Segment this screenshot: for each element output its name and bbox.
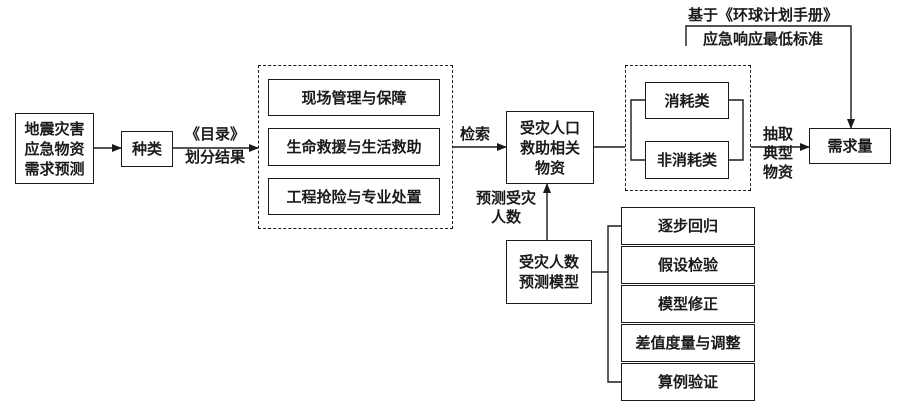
node-engineering-text: 工程抢险与专业处置 xyxy=(286,187,422,206)
node-earthquake-forecast-text: 地震灾害 应急物资 需求预测 xyxy=(24,119,85,178)
label-minimum-standard: 应急响应最低标准 xyxy=(702,30,823,48)
node-affected-supplies: 受灾人口 救助相关 物资 xyxy=(506,111,594,184)
node-category: 种类 xyxy=(121,131,173,167)
group-consumption-types xyxy=(625,65,751,191)
branch-right xyxy=(729,99,744,161)
node-consumable: 消耗类 xyxy=(645,82,729,119)
node-site-management: 现场管理与保障 xyxy=(268,79,440,116)
node-affected-supplies-text: 受灾人口 救助相关 物资 xyxy=(519,118,580,177)
methods-bracket xyxy=(607,225,621,383)
node-demand-text: 需求量 xyxy=(827,137,873,155)
node-non-consumable: 非消耗类 xyxy=(645,141,729,179)
node-non-consumable-text: 非消耗类 xyxy=(656,151,717,169)
node-model-correction: 模型修正 xyxy=(621,285,755,323)
node-life-rescue: 生命救援与生活救助 xyxy=(268,128,440,166)
node-case-verification-text: 算例验证 xyxy=(657,373,718,391)
node-stepwise-regression-text: 逐步回归 xyxy=(657,217,718,235)
node-difference-measure: 差值度量与调整 xyxy=(621,324,755,362)
node-population-model-text: 受灾人数 预测模型 xyxy=(518,253,579,291)
arrow-standard-to-demand xyxy=(685,25,855,129)
node-site-management-text: 现场管理与保障 xyxy=(301,88,407,107)
node-consumable-text: 消耗类 xyxy=(664,91,710,110)
node-difference-measure-text: 差值度量与调整 xyxy=(635,334,741,352)
node-model-correction-text: 模型修正 xyxy=(657,295,718,313)
node-category-text: 种类 xyxy=(131,140,162,158)
branch-left xyxy=(630,99,645,161)
group-categories xyxy=(258,65,453,229)
label-retrieve: 检索 xyxy=(459,125,490,143)
node-population-model: 受灾人数 预测模型 xyxy=(506,240,592,304)
label-catalog-line2: 划分结果 xyxy=(184,148,245,166)
node-life-rescue-text: 生命救援与生活救助 xyxy=(286,138,422,156)
node-case-verification: 算例验证 xyxy=(621,363,755,401)
label-catalog-line1: 《目录》 xyxy=(184,125,245,143)
label-sphere-handbook: 基于《环球计划手册》 xyxy=(687,6,838,24)
node-hypothesis-test-text: 假设检验 xyxy=(657,256,718,274)
node-engineering: 工程抢险与专业处置 xyxy=(268,178,440,215)
node-stepwise-regression: 逐步回归 xyxy=(621,207,755,245)
node-demand: 需求量 xyxy=(809,128,891,164)
node-hypothesis-test: 假设检验 xyxy=(621,246,755,284)
label-extract: 抽取 典型 物资 xyxy=(762,125,793,181)
label-predict-population: 预测受灾 人数 xyxy=(475,189,536,226)
node-earthquake-forecast: 地震灾害 应急物资 需求预测 xyxy=(15,113,94,184)
